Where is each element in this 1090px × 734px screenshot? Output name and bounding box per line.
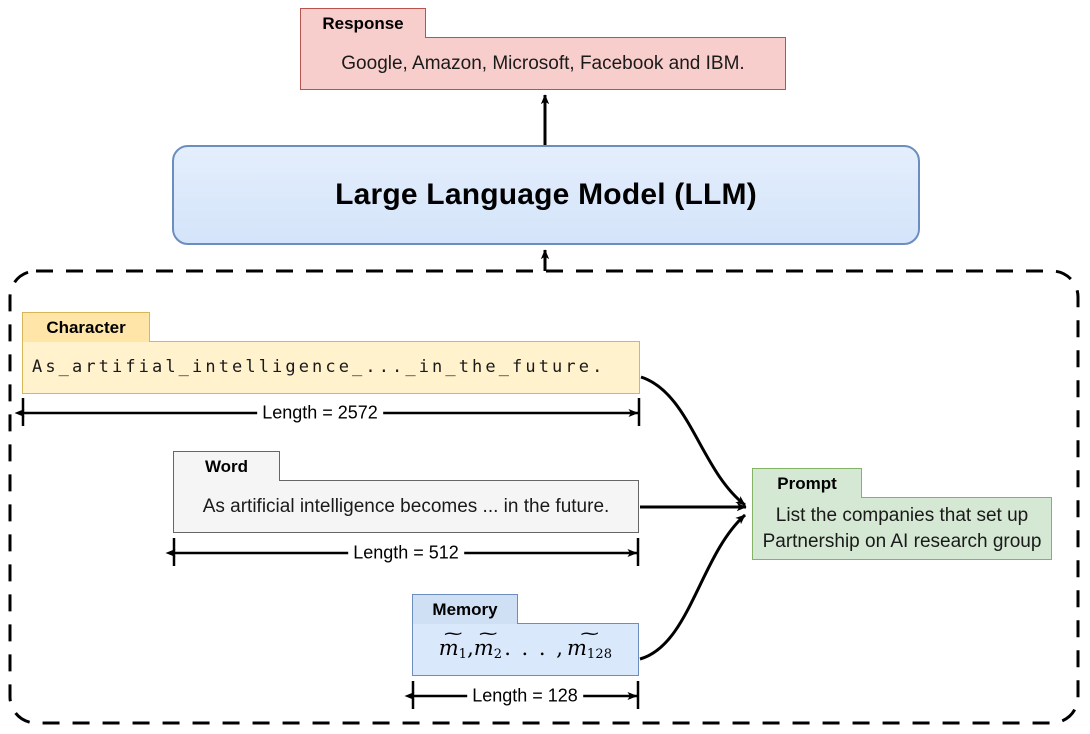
word-length-label: Length = 512 [348,542,464,564]
response-note: Response Google, Amazon, Microsoft, Face… [300,8,786,90]
character-note: Character As_artifial_intelligence_..._i… [22,312,640,394]
prompt-tab-label: Prompt [752,468,862,498]
llm-box: Large Language Model (LLM) [172,145,920,245]
memory-note: Memory ~m1,~m2. . . ,~m128 [412,594,639,676]
character-length-label: Length = 2572 [257,402,383,424]
llm-label: Large Language Model (LLM) [335,178,757,211]
memory-math: ~m1,~m2. . . ,~m128 [412,623,639,676]
arrow-character-to-prompt [640,375,746,507]
word-text: As artificial intelligence becomes ... i… [173,480,639,533]
word-tab-label: Word [173,451,280,481]
memory-var-last-sub: 128 [586,647,613,663]
memory-var-1: ~m1 [439,626,468,663]
memory-length-label: Length = 128 [467,685,583,707]
arrow-memory-to-prompt [639,513,746,661]
response-tab-label: Response [300,8,426,38]
memory-tab-label: Memory [412,594,518,624]
tilde-icon: ~ [578,624,601,645]
word-note: Word As artificial intelligence becomes … [173,451,639,533]
memory-var-2: ~m2 [474,626,503,663]
prompt-line-2: Partnership on AI research group [762,530,1042,552]
character-text: As_artifial_intelligence_..._in_the_futu… [22,341,640,394]
character-tab-label: Character [22,312,150,342]
response-text: Google, Amazon, Microsoft, Facebook and … [300,37,786,90]
memory-var-2-sub: 2 [493,647,503,663]
memory-var-1-sub: 1 [458,647,468,663]
prompt-text: List the companies that set up Partnersh… [752,497,1052,560]
tilde-icon: ~ [476,624,500,645]
prompt-line-1: List the companies that set up [775,505,1029,527]
memory-var-last: ~m128 [567,626,613,663]
prompt-note: Prompt List the companies that set up Pa… [752,468,1052,560]
memory-math-expression: ~m1,~m2. . . ,~m128 [439,626,613,663]
